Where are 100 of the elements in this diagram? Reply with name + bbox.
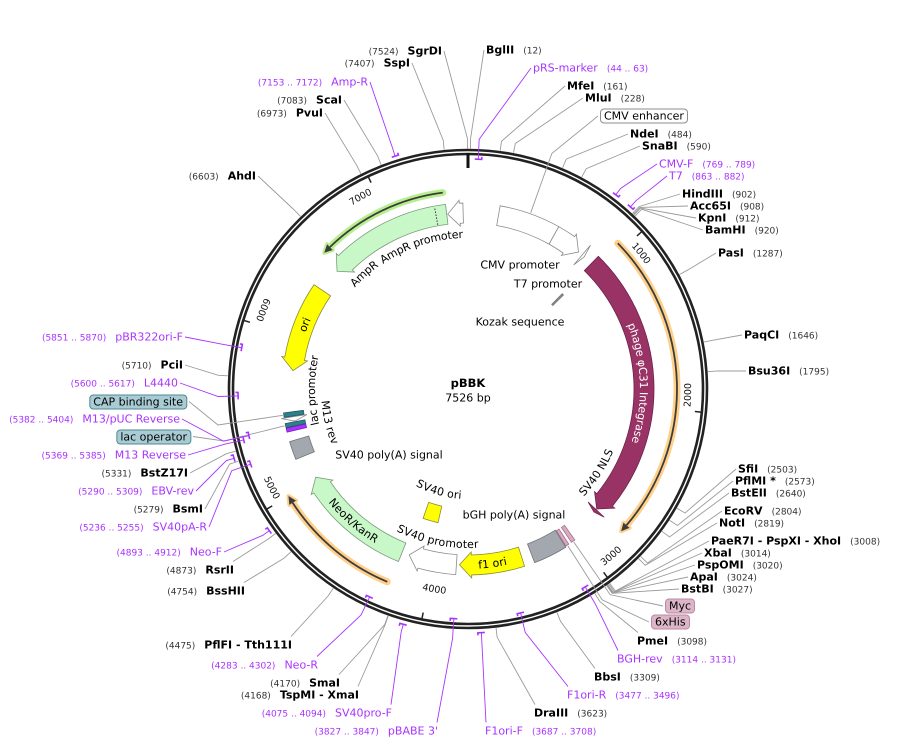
leader-line <box>390 622 408 705</box>
enzyme-name: BstZ17I <box>140 466 188 480</box>
cut-position: (484) <box>668 130 692 140</box>
enzyme-name: DraIII <box>534 706 568 720</box>
primer-name: pBABE 3' <box>388 724 438 738</box>
leader-line <box>344 100 382 166</box>
enzyme-name: SfiI <box>738 462 758 476</box>
leader-line <box>474 68 532 160</box>
primer-name: M13 Reverse <box>114 448 186 462</box>
leader-line <box>669 480 734 526</box>
leader-line <box>444 50 468 149</box>
leader-line <box>258 176 301 217</box>
cut-position: (3098) <box>677 638 708 648</box>
cut-position: (3309) <box>630 674 660 684</box>
feature-tag: lac operator <box>116 429 191 444</box>
primer-name: F1ori-F <box>485 724 523 738</box>
cut-position: (3008) <box>850 538 880 548</box>
cut-position: (6603) <box>188 172 219 182</box>
cut-position: (4170) <box>270 680 300 690</box>
leader-line <box>370 82 400 158</box>
leader-line <box>192 425 286 442</box>
leader-line <box>606 585 680 594</box>
cut-position: (5279) <box>134 506 164 516</box>
leader-line <box>632 194 680 214</box>
leader-line <box>679 252 716 275</box>
leader-line <box>188 436 246 456</box>
primer-name: Amp-R <box>331 76 368 88</box>
leader-line <box>632 206 688 215</box>
leader-line <box>609 540 710 592</box>
enzyme-name: PflMI * <box>735 474 776 488</box>
leader-line <box>638 522 718 566</box>
leader-line <box>232 532 276 562</box>
enzyme-name: BsmI <box>172 502 203 516</box>
cut-position: (590) <box>686 142 711 152</box>
leader-line <box>358 615 389 687</box>
enzyme-name: PvuI <box>296 106 323 120</box>
leader-line <box>608 552 702 592</box>
feature-tag: CMV enhancer <box>600 108 688 124</box>
leader-line <box>496 627 536 705</box>
cut-position: (2573) <box>784 478 815 488</box>
feature-label: SV40 poly(A) signal <box>335 448 443 462</box>
leader-line <box>640 510 722 564</box>
enzyme-name: Acc65I <box>690 200 731 212</box>
cut-position: (3014) <box>740 550 771 560</box>
leader-line <box>290 588 334 637</box>
enzyme-name: EcoRV <box>724 504 763 518</box>
leader-line <box>573 542 664 606</box>
primer-name: SV40pro-F <box>335 706 392 720</box>
enzyme-name: BglII <box>486 44 514 56</box>
feature-label: Kozak sequence <box>476 316 564 328</box>
cut-position: (920) <box>754 226 779 236</box>
cut-position: (4754) <box>167 588 198 598</box>
leader-line <box>184 364 228 376</box>
leader-line <box>224 527 272 552</box>
enzyme-name: BstEII <box>731 486 767 500</box>
feature-label: bGH poly(A) signal <box>462 508 566 522</box>
primer-position: (4075 .. 4094) <box>262 710 326 720</box>
cut-position: (902) <box>732 190 756 200</box>
primer-position: (5290 .. 5309) <box>78 488 142 498</box>
cut-position: (908) <box>740 202 764 212</box>
leader-line <box>661 492 730 538</box>
cut-position: (1287) <box>752 250 783 260</box>
leader-line <box>324 112 362 174</box>
leader-line <box>634 208 704 230</box>
cut-position: (3623) <box>577 710 608 720</box>
leader-line <box>196 454 236 492</box>
leader-line <box>562 134 628 168</box>
leader-line <box>703 334 742 342</box>
cut-position: (1795) <box>799 368 830 378</box>
enzyme-name: SspI <box>384 56 410 70</box>
cut-position: (4873) <box>166 566 196 576</box>
primer-position: (3827 .. 3847) <box>314 728 379 738</box>
enzyme-name: NdeI <box>630 128 659 140</box>
primer-position: (5236 .. 5255) <box>79 524 144 534</box>
cut-position: (7524) <box>368 48 399 58</box>
feature-label: ori <box>296 315 314 334</box>
primer-position: (3477 .. 3496) <box>615 692 680 702</box>
enzyme-name: NotI <box>719 516 746 530</box>
leader-line <box>581 584 618 651</box>
leader-line <box>516 611 568 687</box>
enzyme-name: SgrDI <box>408 44 442 58</box>
cut-position: (1646) <box>788 332 818 342</box>
enzyme-name: PmeI <box>637 634 668 648</box>
leader-line <box>627 176 668 210</box>
enzyme-name: PspOMI <box>697 558 744 572</box>
leader-line <box>500 86 566 152</box>
primer-position: (5369 .. 5385) <box>42 452 106 462</box>
enzyme-name: BbsI <box>594 670 621 684</box>
primer-name: pBR322ori-F <box>115 330 183 344</box>
leader-line <box>676 468 736 514</box>
feature-tag: Myc <box>665 598 696 614</box>
feature-label: f1 ori <box>478 554 508 572</box>
feature-tag: CAP binding site <box>89 394 187 409</box>
enzyme-name: RsrII <box>205 564 234 576</box>
leader-line <box>470 50 484 149</box>
feature-block <box>284 419 306 428</box>
feature-block <box>556 528 570 546</box>
enzyme-name: PaqCI <box>744 328 780 342</box>
leader-line <box>606 576 688 594</box>
cut-position: (4168) <box>240 692 271 702</box>
